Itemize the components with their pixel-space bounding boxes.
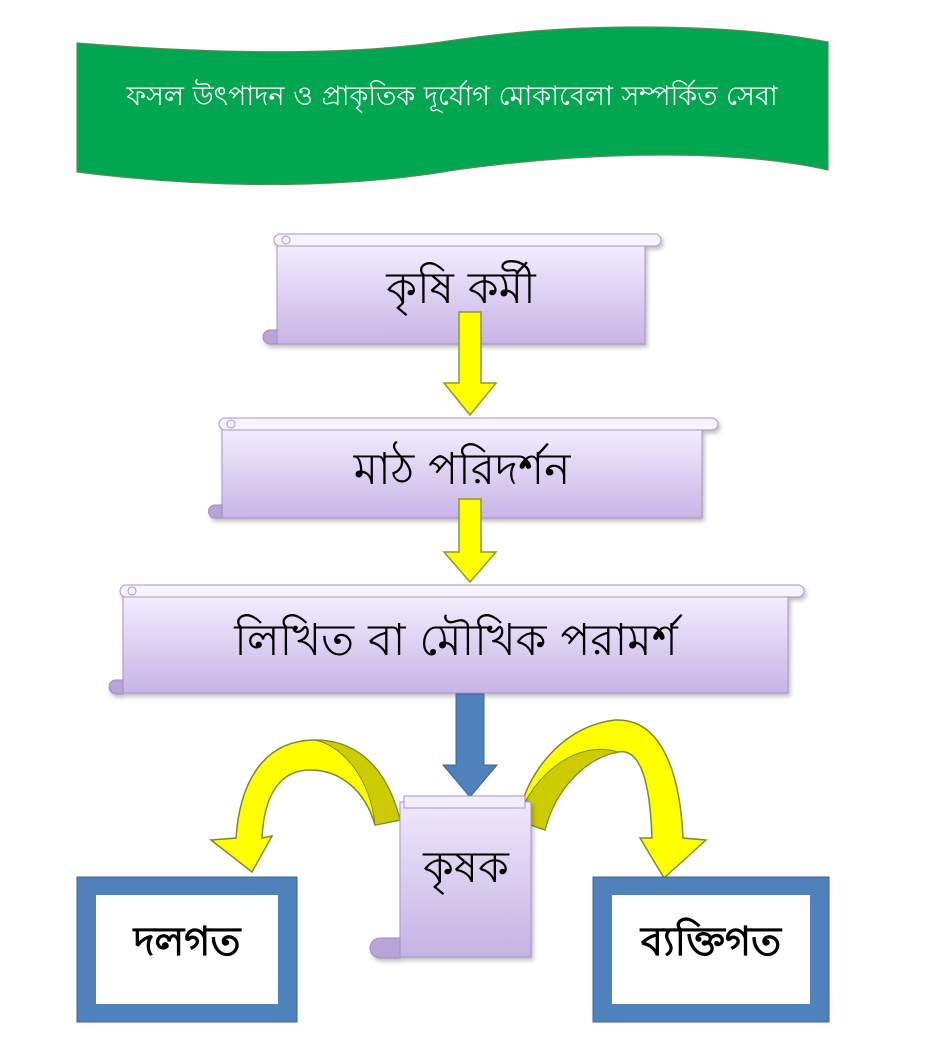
curved-arrow-left bbox=[209, 739, 401, 874]
title-banner-text: ফসল উৎপাদন ও প্রাকৃতিক দূর্যোগ মোকাবেলা … bbox=[125, 79, 779, 113]
title-banner-shape bbox=[76, 26, 829, 186]
down-arrow-2 bbox=[442, 498, 498, 584]
outcome-label-left: দলগত bbox=[131, 919, 242, 965]
down-arrow-1 bbox=[442, 311, 498, 417]
curved-arrow-right bbox=[516, 719, 708, 880]
outcome-label-right: ব্যক্তিগত bbox=[639, 917, 783, 965]
step-label-1: কৃষি কর্মী bbox=[385, 260, 537, 316]
title-banner: ফসল উৎপাদন ও প্রাকৃতিক দূর্যোগ মোকাবেলা … bbox=[76, 26, 829, 186]
step-label-2: মাঠ পরিদর্শন bbox=[353, 441, 572, 495]
outcome-box-right bbox=[592, 876, 830, 1023]
step-scroll-3 bbox=[108, 584, 805, 695]
down-arrow-blue bbox=[441, 693, 499, 798]
farmer-scroll bbox=[369, 795, 532, 959]
outcome-box-left bbox=[76, 876, 298, 1023]
step-label-3: লিখিত বা মৌখিক পরামর্শ bbox=[233, 613, 683, 666]
farmer-label: কৃষক bbox=[422, 842, 510, 895]
